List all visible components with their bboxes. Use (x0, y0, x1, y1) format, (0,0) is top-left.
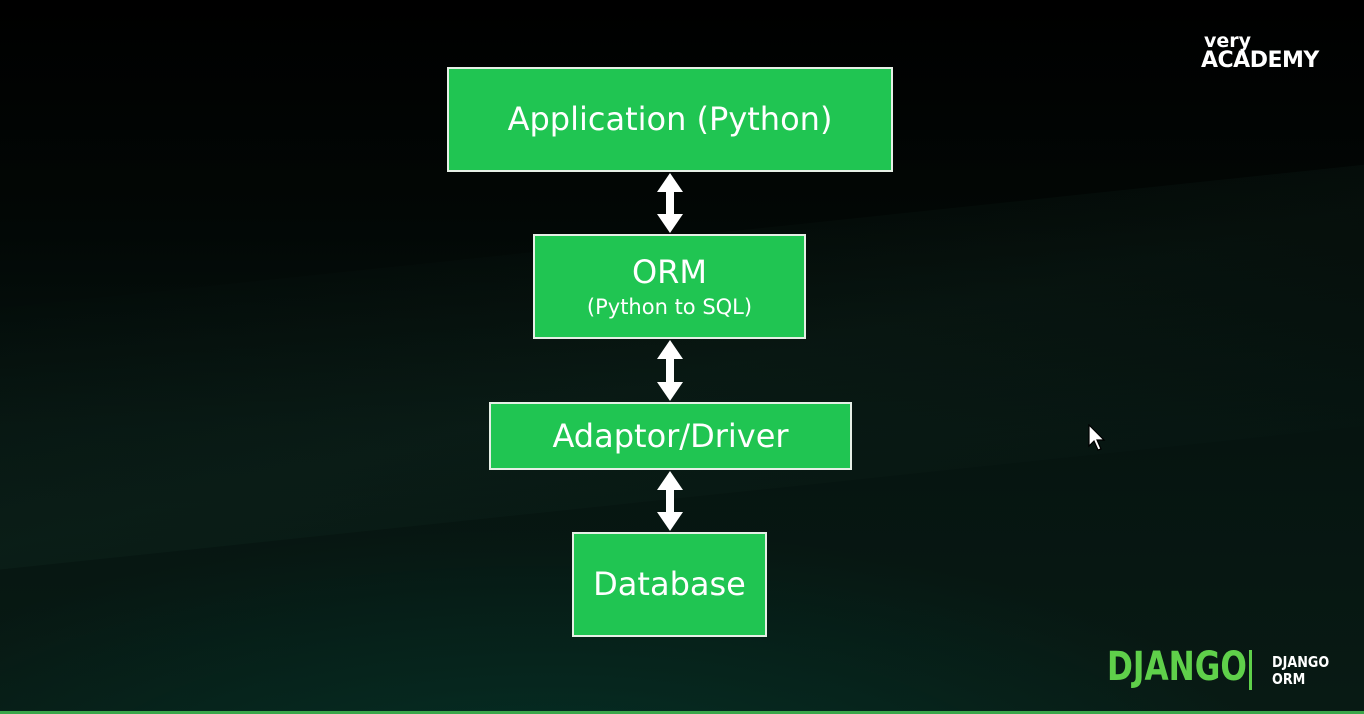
adaptor-database-double-arrow-icon (657, 471, 683, 531)
course-label: DJANGO ORM (1272, 654, 1329, 688)
course-label-line1: DJANGO (1272, 653, 1330, 671)
application-box: Application (Python) (447, 67, 893, 172)
orm-adaptor-double-arrow-icon (657, 340, 683, 401)
very-academy-logo-very: very (1204, 30, 1252, 52)
adaptor-driver-box-label: Adaptor/Driver (552, 416, 789, 455)
app-orm-double-arrow-icon (657, 173, 683, 233)
bottom-accent-line (0, 711, 1364, 714)
orm-box: ORM (Python to SQL) (533, 234, 806, 339)
orm-box-sublabel: (Python to SQL) (586, 295, 753, 320)
logo-divider (1249, 650, 1252, 690)
adaptor-driver-box: Adaptor/Driver (489, 402, 852, 470)
orm-box-label: ORM (631, 252, 708, 291)
database-box: Database (572, 532, 767, 637)
django-logo: DJANGO (1107, 644, 1247, 690)
very-academy-logo-academy: ACADEMY (1201, 48, 1319, 73)
database-box-label: Database (593, 565, 746, 604)
mouse-pointer-icon (1088, 424, 1106, 451)
course-label-line2: ORM (1272, 670, 1306, 688)
application-box-label: Application (Python) (507, 100, 833, 139)
